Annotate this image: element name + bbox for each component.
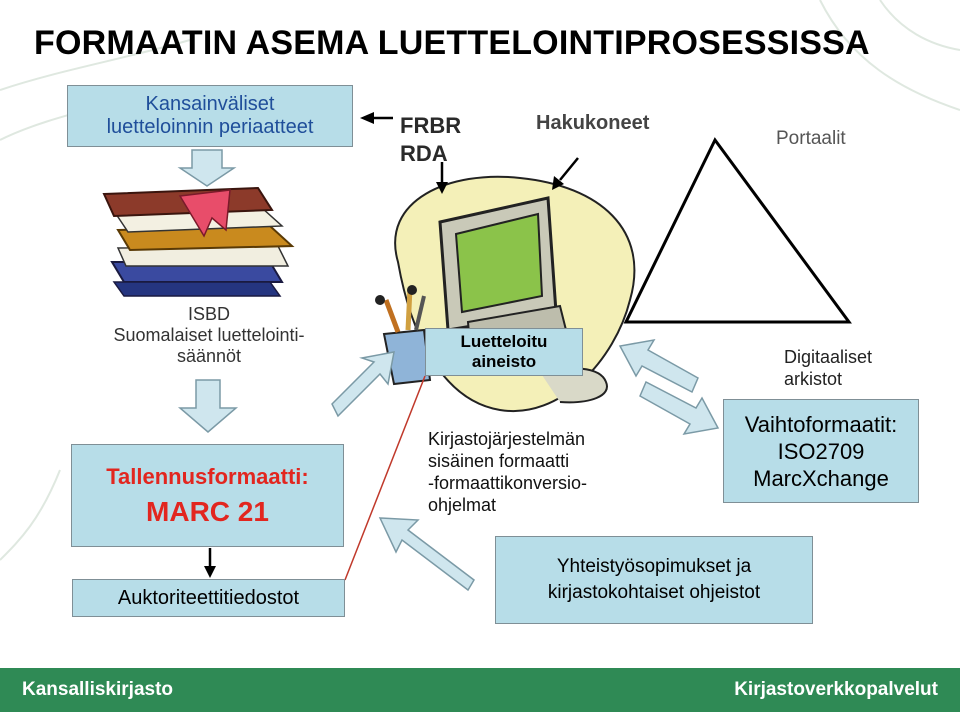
isbd-line2: Suomalaiset luettelointi- [113,325,305,345]
exchange-formats-box: Vaihtoformaatit: ISO2709 MarcXchange [723,399,919,503]
arrows-small [204,112,579,578]
isbd-line3: säännöt [176,346,242,366]
intl-principles-box: Kansainväliset luetteloinnin periaatteet [67,85,353,147]
library-system-label: Kirjastojärjestelmän sisäinen formaatti … [428,428,587,516]
cooperation-line2: kirjastokohtaiset ohjeistot [547,582,761,603]
library-system-line2: sisäinen formaatti [428,451,570,471]
block-arrows [177,149,720,592]
storage-format-value: MARC 21 [146,495,269,527]
digital-archives-label: Digitaaliset arkistot [784,346,872,390]
footer-bar [0,668,960,712]
isbd-line1: ISBD [187,304,230,324]
cooperation-box: Yhteistyösopimukset ja kirjastokohtaiset… [495,536,813,624]
frbr-rda-label: FRBR RDA [400,112,461,168]
cooperation-line1: Yhteistyösopimukset ja [556,556,752,577]
rda-label: RDA [400,141,448,166]
intl-principles-line2: luetteloinnin periaatteet [106,116,314,138]
digital-archives-line1: Digitaaliset [784,347,873,367]
portals-triangle [623,137,852,324]
exchange-formats-line3: MarcXchange [753,465,889,491]
library-system-line1: Kirjastojärjestelmän [428,429,586,449]
exchange-formats-line1: Vaihtoformaatit: [744,411,898,437]
footer-right-logo-text: Kirjastoverkkopalvelut [734,679,938,700]
search-engines-label: Hakukoneet [536,112,650,134]
footer-left-logo-text: Kansalliskirjasto [22,679,174,700]
catalogued-line1: Luetteloitu [460,332,548,351]
portals-label: Portaalit [776,128,846,149]
books-illustration [102,186,295,297]
isbd-rules-label: ISBD Suomalaiset luettelointi- säännöt [84,304,334,367]
library-system-line3: -formaattikonversio- [428,473,588,493]
intl-principles-line1: Kansainväliset [145,93,275,115]
digital-archives-line2: arkistot [784,369,843,389]
authority-files-box: Auktoriteettitiedostot [72,579,345,617]
exchange-formats-line2: ISO2709 [777,438,865,464]
frbr-label: FRBR [400,113,462,138]
library-system-line4: ohjelmat [428,495,497,515]
page-title: FORMAATIN ASEMA LUETTELOINTIPROSESSISSA [34,24,870,62]
storage-format-label: Tallennusformaatti: [106,463,309,489]
catalogued-line2: aineisto [471,352,537,371]
catalogued-material-box: Luetteloitu aineisto [425,328,583,376]
storage-format-box: Tallennusformaatti: MARC 21 [71,444,344,547]
authority-link-line [344,375,426,581]
